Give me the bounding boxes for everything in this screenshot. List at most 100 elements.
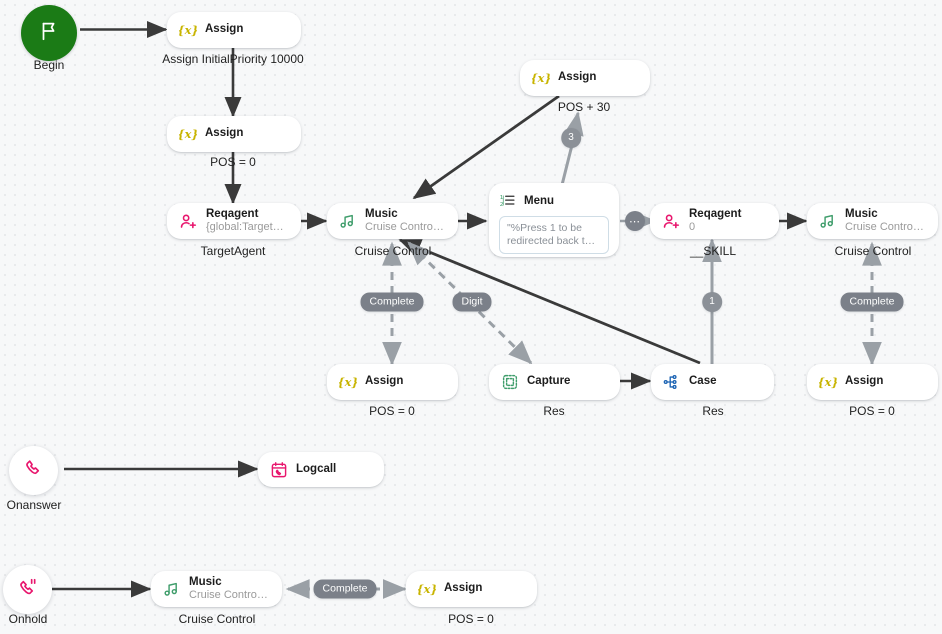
menu-prompt-field[interactable]: "%Press 1 to be redirected back t…: [499, 216, 609, 255]
node-assign-pos-0-c[interactable]: {x} Assign: [807, 364, 938, 400]
edge-badge-complete-music2[interactable]: Complete: [840, 292, 904, 312]
node-title: Music: [365, 208, 398, 221]
node-title: Reqagent: [206, 208, 259, 221]
edge-menu-assign-top: [560, 111, 584, 186]
node-text: Assign: [845, 375, 883, 388]
node-assign-pos-0-a[interactable]: {x} Assign: [167, 116, 301, 152]
trigger-onhold[interactable]: [3, 565, 52, 614]
caption-assign2: POS = 0: [210, 155, 256, 169]
caption-reqagent1: TargetAgent: [200, 244, 266, 258]
flag-icon: [38, 20, 60, 47]
caption-assign3: POS = 0: [369, 404, 415, 418]
edge-badge-case-1[interactable]: 1: [702, 292, 722, 312]
caption-music3: Cruise Control: [178, 612, 256, 626]
request-agent-icon: [179, 212, 198, 231]
svg-text:{x}: {x}: [179, 127, 197, 141]
node-music-cruise-control-b[interactable]: Music Cruise Control.wav: [807, 203, 938, 239]
node-title: Case: [689, 375, 717, 388]
node-text: Music Cruise Control.wav: [189, 576, 270, 602]
node-subtitle: Cruise Control.wav: [189, 589, 270, 602]
node-subtitle: 0: [689, 221, 696, 234]
caption-assign-top: POS + 30: [557, 100, 611, 114]
svg-text:{x}: {x}: [418, 582, 436, 596]
node-music-cruise-control-a[interactable]: Music Cruise Control.wav: [327, 203, 458, 239]
node-title: Assign: [205, 127, 244, 140]
edge-badge-complete-music1[interactable]: Complete: [360, 292, 424, 312]
music-icon: [819, 212, 837, 230]
node-case-res[interactable]: Case: [651, 364, 774, 400]
node-subtitle: Cruise Control.wav: [365, 221, 446, 234]
caption-music1: Cruise Control: [354, 244, 432, 258]
node-text: Assign: [444, 582, 482, 595]
caption-assign1: Assign InitialPriority 10000: [162, 52, 304, 66]
node-logcall[interactable]: Logcall: [258, 452, 384, 487]
svg-text:{x}: {x}: [339, 375, 357, 389]
edge-badge-menu-ellipsis[interactable]: ⋯: [625, 211, 645, 231]
caption-onhold: Onhold: [8, 612, 48, 626]
node-text: Capture: [527, 375, 570, 388]
node-title: Capture: [527, 375, 571, 388]
node-text: Assign: [205, 23, 243, 36]
node-title: Assign: [558, 71, 597, 84]
menu-header: 1 2 Menu: [499, 192, 609, 209]
node-title: Assign: [444, 582, 483, 595]
capture-icon: [501, 373, 519, 391]
node-text: Music Cruise Control.wav: [845, 208, 926, 234]
node-assign-pos-plus-30[interactable]: {x} Assign: [520, 60, 650, 96]
caption-capture: Res: [543, 404, 565, 418]
assign-icon: {x}: [339, 374, 357, 390]
node-title: Assign: [365, 375, 404, 388]
caption-onanswer: Onanswer: [6, 498, 62, 512]
node-menu[interactable]: 1 2 Menu "%Press 1 to be redirected back…: [489, 183, 619, 257]
case-icon: [663, 373, 681, 391]
node-text: Logcall: [296, 463, 336, 476]
caption-reqagent2: __SKILL: [689, 244, 737, 258]
node-title: Assign: [205, 23, 244, 36]
svg-text:2: 2: [500, 202, 504, 208]
node-text: Case: [689, 375, 717, 388]
node-subtitle: Cruise Control.wav: [845, 221, 926, 234]
phone-pause-icon: [18, 577, 38, 602]
node-assign-initial-priority[interactable]: {x} Assign: [167, 12, 301, 48]
music-icon: [163, 580, 181, 598]
node-text: Assign: [205, 127, 243, 140]
node-title: Music: [189, 576, 222, 589]
caption-assign4: POS = 0: [849, 404, 895, 418]
node-assign-pos-0-d[interactable]: {x} Assign: [406, 571, 537, 607]
node-reqagent-skill[interactable]: Reqagent 0: [650, 203, 779, 239]
node-text: Reqagent {global:TargetAgent}: [206, 208, 289, 234]
phone-icon: [24, 458, 44, 483]
caption-begin: Begin: [33, 58, 65, 72]
node-title: Menu: [524, 194, 555, 207]
edge-badge-digit[interactable]: Digit: [452, 292, 492, 312]
node-title: Music: [845, 208, 878, 221]
node-music-cruise-control-c[interactable]: Music Cruise Control.wav: [151, 571, 282, 607]
edge-case-music1: [398, 238, 701, 365]
assign-icon: {x}: [179, 126, 197, 142]
assign-icon: {x}: [418, 581, 436, 597]
node-title: Reqagent: [689, 208, 742, 221]
node-assign-pos-0-b[interactable]: {x} Assign: [327, 364, 458, 400]
menu-list-icon: 1 2: [499, 192, 516, 209]
edge-badge-menu-3[interactable]: 3: [561, 128, 581, 148]
assign-icon: {x}: [179, 22, 197, 38]
caption-case: Res: [702, 404, 724, 418]
node-text: Assign: [558, 71, 596, 84]
node-reqagent-targetagent[interactable]: Reqagent {global:TargetAgent}: [167, 203, 301, 239]
assign-icon: {x}: [819, 374, 837, 390]
request-agent-icon: [662, 212, 681, 231]
node-title: Assign: [845, 375, 884, 388]
logcall-icon: [270, 461, 288, 479]
node-text: Assign: [365, 375, 403, 388]
node-subtitle: {global:TargetAgent}: [206, 221, 289, 234]
trigger-onanswer[interactable]: [9, 446, 58, 495]
caption-assign5: POS = 0: [448, 612, 494, 626]
edge-badge-complete-music3[interactable]: Complete: [313, 579, 377, 599]
node-text: Music Cruise Control.wav: [365, 208, 446, 234]
node-capture-res[interactable]: Capture: [489, 364, 620, 400]
node-text: Reqagent 0: [689, 208, 741, 234]
caption-music2: Cruise Control: [834, 244, 912, 258]
trigger-begin[interactable]: [21, 5, 77, 61]
